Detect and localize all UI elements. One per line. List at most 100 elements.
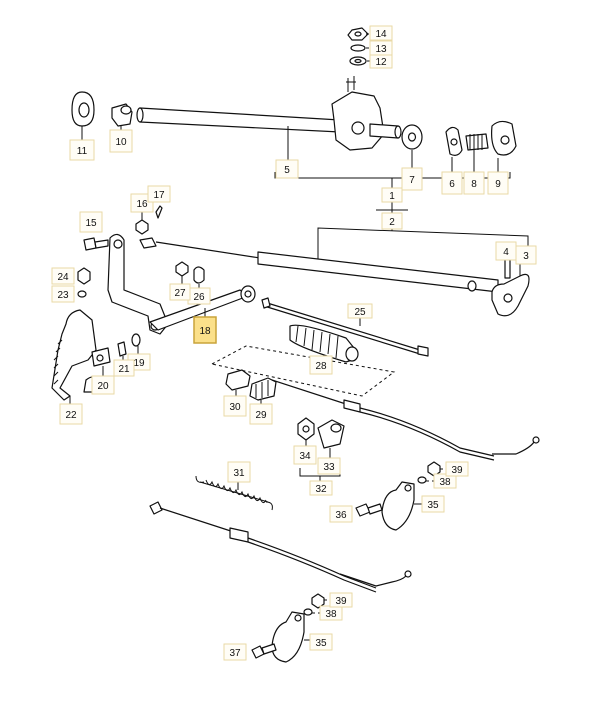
part-26-bushing [193,266,205,290]
part-8-spring [465,133,489,172]
callout-4: 4 [495,241,517,261]
callout-24: 24 [51,267,75,285]
callout-13: 13 [369,40,393,56]
part-6-flange [445,126,463,172]
svg-text:39: 39 [335,596,347,607]
callout-7: 7 [401,167,423,191]
part-39-nut-lower [311,593,330,609]
callout-6: 6 [441,171,463,195]
svg-text:7: 7 [409,175,415,186]
svg-text:37: 37 [229,648,241,659]
part-34-nut [297,417,315,446]
svg-text:4: 4 [503,247,509,258]
callout-37: 37 [223,643,247,661]
svg-text:19: 19 [133,358,145,369]
part-38-washer-upper [417,476,434,484]
callout-12: 12 [369,53,393,69]
svg-text:20: 20 [97,381,109,392]
part-29-clamp [249,377,277,404]
callout-39-upper: 39 [445,461,469,477]
callout-28: 28 [309,355,333,375]
svg-text:5: 5 [284,165,290,176]
svg-text:36: 36 [335,510,347,521]
part-39-nut-upper [427,461,446,477]
callout-26: 26 [187,287,211,305]
svg-text:2: 2 [389,217,395,228]
svg-text:39: 39 [451,465,463,476]
callout-32: 32 [309,480,333,496]
callout-39-lower: 39 [329,592,353,608]
part-3-hook-lever [491,262,530,317]
callout-15: 15 [79,211,103,233]
svg-text:13: 13 [375,44,387,55]
callout-25: 25 [347,303,373,319]
svg-text:12: 12 [375,57,387,68]
callout-38-upper: 38 [433,473,457,489]
part-17-pin [155,205,163,219]
pedal-lever [107,233,169,335]
part-27-nut [175,261,189,286]
part-11-cap [71,91,95,140]
svg-text:32: 32 [315,484,327,495]
svg-text:14: 14 [375,29,387,40]
part-14-nut [347,27,371,41]
part-24-nut [77,267,91,285]
part-21-pin [117,341,127,360]
svg-text:1: 1 [389,191,395,202]
part-4-pin [504,257,511,279]
callout-9: 9 [487,171,509,195]
svg-text:3: 3 [523,251,529,262]
part-25-cable [261,297,429,357]
part-7-washer [401,124,423,170]
svg-text:35: 35 [315,638,327,649]
svg-text:25: 25 [354,307,366,318]
dashed-group-enclosure [210,345,396,397]
callout-20: 20 [91,375,115,395]
part-30-guide [225,369,251,396]
callout-27: 27 [169,283,191,301]
part-23-washer [77,290,87,298]
callout-10: 10 [109,129,133,153]
svg-text:6: 6 [449,179,455,190]
callout-17: 17 [147,185,171,203]
callout-30: 30 [223,395,247,417]
callout-38-lower: 38 [319,605,343,621]
assembly-bracket-1 [274,172,511,188]
callout-18: 18 [193,316,217,344]
svg-text:30: 30 [229,402,241,413]
svg-text:26: 26 [193,292,205,303]
svg-text:9: 9 [495,179,501,190]
callout-2: 2 [381,212,403,230]
svg-text:11: 11 [77,146,88,157]
part-28-boot [289,324,359,363]
part-19-washer [131,333,141,354]
callout-21: 21 [113,359,135,377]
part-12-washer [349,56,371,66]
callout-35-lower: 35 [309,633,333,651]
callout-35-upper: 35 [421,495,445,513]
callout-3: 3 [515,245,537,265]
svg-text:15: 15 [85,218,97,229]
svg-text:18: 18 [199,326,211,337]
part-15-bolt [83,237,109,251]
callout-1: 1 [381,187,403,203]
callout-31: 31 [227,461,251,483]
svg-text:16: 16 [136,199,148,210]
cable-rod-upper [139,237,499,293]
callout-36: 36 [329,505,353,523]
svg-text:38: 38 [325,609,337,620]
svg-text:8: 8 [471,179,477,190]
svg-text:24: 24 [57,272,69,283]
svg-text:10: 10 [115,137,127,148]
callout-23: 23 [51,285,75,303]
callout-29: 29 [249,403,273,425]
part-13-lock-washer [350,44,371,52]
part-16-nut [135,210,149,235]
svg-text:29: 29 [255,410,267,421]
part-38-washer-lower [303,608,320,616]
svg-text:31: 31 [233,468,245,479]
svg-text:17: 17 [153,190,165,201]
svg-text:38: 38 [439,477,451,488]
svg-text:23: 23 [57,290,69,301]
svg-text:33: 33 [323,462,335,473]
